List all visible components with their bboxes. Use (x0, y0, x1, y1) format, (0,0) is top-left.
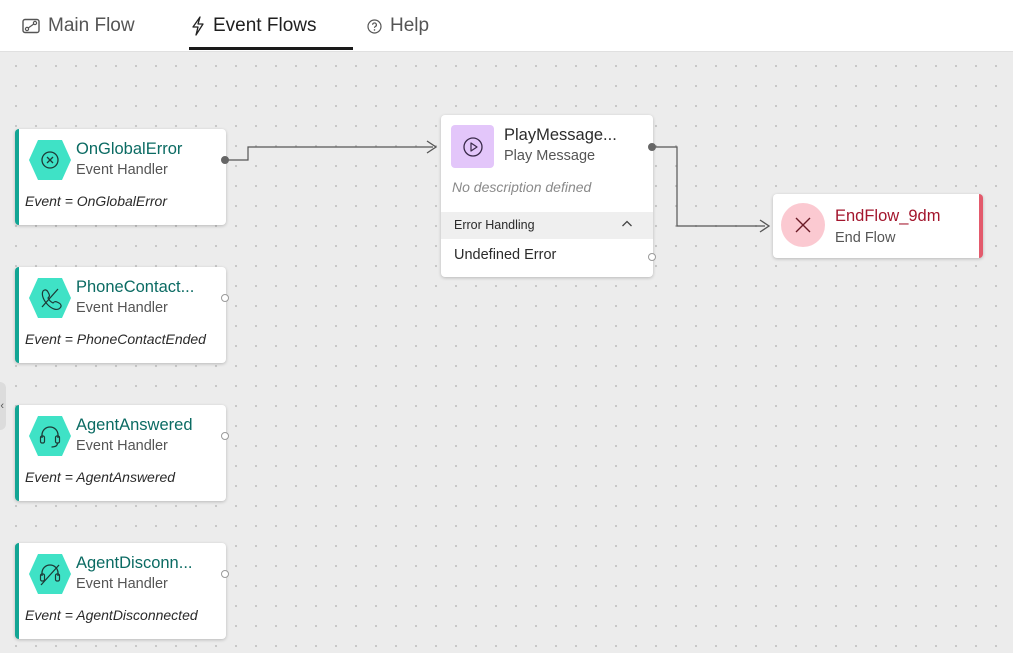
node-type: End Flow (835, 230, 896, 246)
output-port[interactable] (221, 156, 229, 164)
chevron-up-icon[interactable] (621, 217, 633, 235)
lightning-icon (191, 16, 205, 36)
node-type: Event Handler (76, 576, 168, 592)
headset-icon (28, 414, 72, 458)
event-handler-agentdisconnected[interactable]: AgentDisconn... Event Handler Event = Ag… (15, 543, 229, 639)
node-title: AgentAnswered (76, 416, 193, 434)
node-title: AgentDisconn... (76, 554, 193, 572)
tab-help[interactable]: Help (367, 0, 429, 52)
node-description: No description defined (452, 179, 592, 195)
active-tab-indicator (189, 47, 353, 50)
side-panel-toggle[interactable]: ‹ (0, 382, 6, 430)
node-type: Event Handler (76, 438, 168, 454)
help-icon (367, 18, 382, 34)
node-event: Event = PhoneContactEnded (25, 331, 206, 347)
error-handling-label: Error Handling (454, 218, 535, 232)
error-x-icon (28, 138, 72, 182)
node-title: PlayMessage... (504, 126, 617, 144)
output-port[interactable] (221, 432, 229, 440)
node-event: Event = OnGlobalError (25, 193, 168, 209)
node-title: OnGlobalError (76, 140, 183, 158)
output-port[interactable] (648, 143, 656, 151)
tab-event-flows-label: Event Flows (213, 15, 317, 36)
flow-canvas[interactable]: ‹ OnGlobalError Event Handler Event = On… (0, 52, 1013, 653)
end-flow-node[interactable]: EndFlow_9dm End Flow (773, 194, 983, 258)
output-port[interactable] (221, 294, 229, 302)
node-title: PhoneContact... (76, 278, 195, 296)
tab-help-label: Help (390, 15, 430, 36)
tab-main-flow[interactable]: Main Flow (22, 0, 135, 52)
connector-onglobalerror-to-playmessage (226, 146, 433, 161)
node-type: Event Handler (76, 162, 168, 178)
event-handler-phonecontactended[interactable]: PhoneContact... Event Handler Event = Ph… (15, 267, 229, 363)
headset-off-icon (28, 552, 72, 596)
error-handling-section[interactable]: Error Handling (441, 212, 653, 239)
tab-bar: Main Flow Event Flows Help (0, 0, 1013, 52)
close-x-icon (781, 203, 825, 247)
node-type: Event Handler (76, 300, 168, 316)
undefined-error-item: Undefined Error (454, 247, 557, 263)
tab-event-flows[interactable]: Event Flows (191, 0, 316, 52)
node-title: EndFlow_9dm (835, 207, 941, 225)
tab-main-flow-label: Main Flow (48, 15, 135, 36)
node-type: Play Message (504, 148, 596, 164)
output-port[interactable] (221, 570, 229, 578)
play-message-node[interactable]: PlayMessage... Play Message No descripti… (441, 115, 656, 277)
play-icon (451, 125, 494, 168)
node-event: Event = AgentAnswered (25, 469, 176, 485)
connector-lines (226, 140, 771, 233)
event-handler-agentanswered[interactable]: AgentAnswered Event Handler Event = Agen… (15, 405, 229, 501)
phone-hangup-icon (28, 276, 72, 320)
error-output-port[interactable] (648, 253, 656, 261)
event-handler-onglobalerror[interactable]: OnGlobalError Event Handler Event = OnGl… (15, 129, 229, 225)
flow-icon (22, 18, 40, 34)
connector-playmessage-to-endflow (653, 146, 765, 227)
node-event: Event = AgentDisconnected (25, 607, 198, 623)
